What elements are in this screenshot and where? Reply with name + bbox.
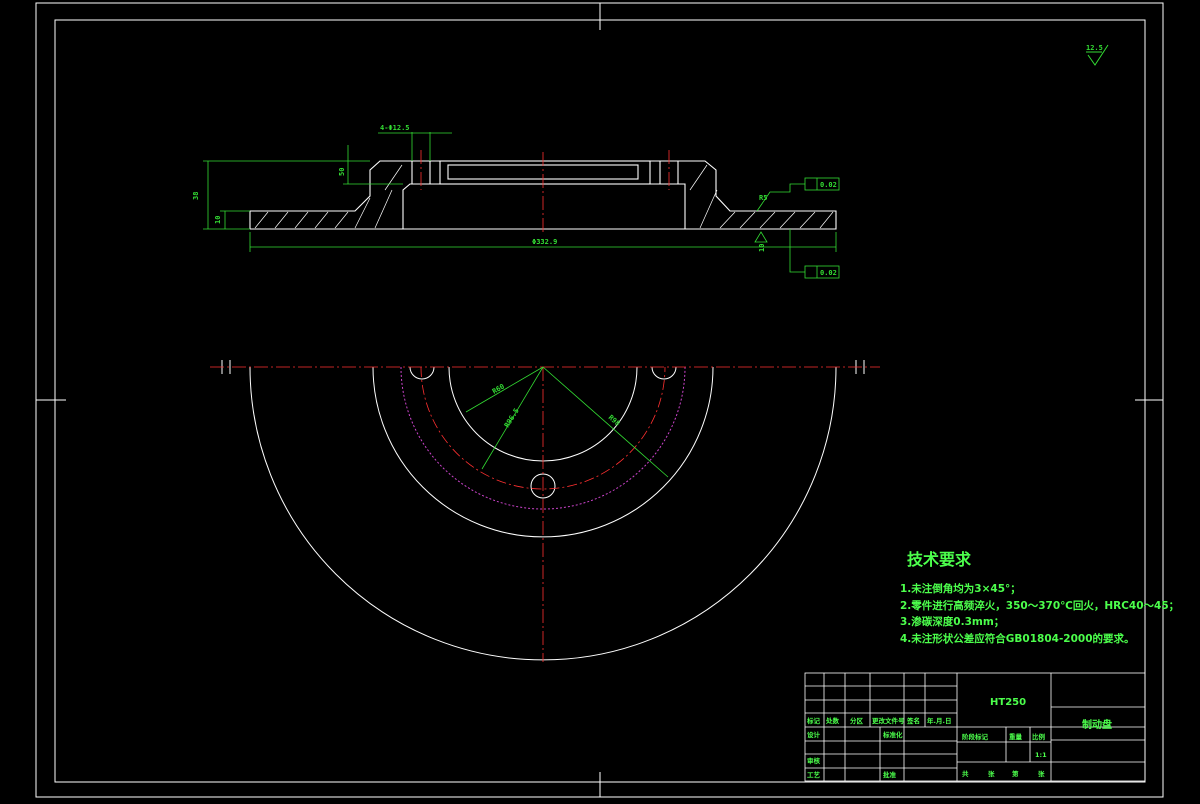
- tech-req-item-4: 4.未注形状公差应符合GB01804-2000的要求。: [900, 632, 1135, 645]
- sheet-no: 第: [1012, 769, 1019, 778]
- title-block-text: HT250 制动盘 标记 处数 分区 更改文件号 签名 年.月.日 设计 标准化…: [806, 697, 1112, 779]
- plan-view: R60 R96.5 R98: [210, 360, 880, 662]
- dim-radius-a: R60: [491, 382, 506, 395]
- scale-value: 1:1: [1035, 751, 1047, 759]
- tech-req-item-2: 2.零件进行高频淬火，350～370℃回火，HRC40～45；: [900, 599, 1179, 612]
- section-dimension-text: 4-Φ12.5 38 10 50 Φ332.9 R5 10 0.02 0.02: [192, 124, 837, 277]
- title-block-grid: [804, 672, 1146, 782]
- section-view: 4-Φ12.5 38 10 50 Φ332.9 R5 10 0.02 0.02: [192, 124, 840, 279]
- material-label: HT250: [990, 697, 1026, 708]
- header-sign: 签名: [906, 716, 920, 725]
- roughness-symbol: 12.5: [1086, 44, 1109, 66]
- plan-centerlines: [210, 366, 880, 662]
- part-name: 制动盘: [1082, 718, 1112, 731]
- tech-req-item-1: 1.未注倒角均为3×45°；: [900, 582, 1021, 595]
- review-label: 审核: [807, 756, 821, 765]
- scale-label: 比例: [1032, 732, 1046, 741]
- plan-radius-text: R60 R96.5 R98: [491, 382, 621, 429]
- standardize-label: 标准化: [882, 730, 903, 739]
- dim-diameter-main: Φ332.9: [532, 238, 557, 246]
- dim-bottom-ref: 10: [758, 244, 766, 252]
- header-change-doc: 更改文件号: [872, 716, 905, 725]
- dim-chamfer: R5: [759, 194, 767, 202]
- section-dimensions: [203, 132, 840, 279]
- header-mark: 标记: [806, 716, 821, 725]
- plan-radius-lines: [465, 366, 669, 478]
- section-hatch: [254, 164, 834, 229]
- tol-bottom: 0.02: [820, 269, 837, 277]
- header-count: 处数: [825, 716, 840, 725]
- header-zone: 分区: [850, 716, 864, 725]
- bolt-circle: [420, 366, 666, 490]
- dim-radius-b: R96.5: [503, 407, 521, 429]
- process-label: 工艺: [807, 770, 821, 779]
- dim-height-step: 10: [214, 216, 222, 224]
- weight-label: 重量: [1009, 732, 1023, 741]
- technical-requirements: 技术要求 1.未注倒角均为3×45°； 2.零件进行高频淬火，350～370℃回…: [900, 550, 1179, 645]
- tech-req-title: 技术要求: [907, 550, 972, 569]
- header-date: 年.月.日: [927, 716, 951, 725]
- dim-depth-inner: 50: [338, 168, 346, 176]
- sheet-unit-1: 张: [988, 769, 995, 778]
- tol-top: 0.02: [820, 181, 837, 189]
- dim-radius-c: R98: [607, 413, 622, 427]
- dim-height-total: 38: [192, 192, 200, 200]
- title-block: HT250 制动盘 标记 处数 分区 更改文件号 签名 年.月.日 设计 标准化…: [804, 672, 1146, 782]
- sheet-total: 共: [962, 769, 969, 778]
- section-centerlines: [420, 150, 670, 235]
- sheet-unit-2: 张: [1038, 769, 1045, 778]
- stage-label: 阶段标记: [962, 732, 989, 741]
- drawing-frame: [35, 2, 1164, 798]
- dim-holes: 4-Φ12.5: [380, 124, 410, 132]
- tech-req-item-3: 3.渗碳深度0.3mm；: [900, 615, 1004, 628]
- design-label: 设计: [807, 730, 821, 739]
- roughness-value: 12.5: [1086, 44, 1103, 52]
- approve-label: 批准: [883, 770, 897, 779]
